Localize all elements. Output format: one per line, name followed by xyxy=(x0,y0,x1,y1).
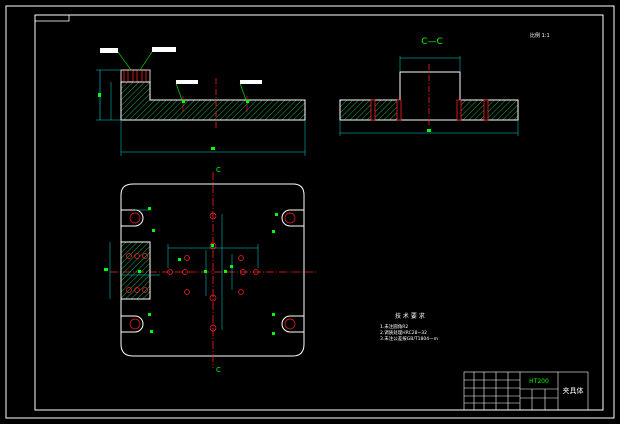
hole-pattern xyxy=(126,212,259,332)
drawing-number-box xyxy=(34,14,70,22)
tech-req-line-3: 3.未注公差按GB/T1804—m xyxy=(380,335,438,342)
plan-view: C C xyxy=(104,166,318,374)
slot-bottom-left xyxy=(121,313,153,333)
front-body-hatch xyxy=(120,81,306,121)
section-cc-label: C—C xyxy=(421,37,443,47)
slot-top-left xyxy=(121,207,155,232)
technical-requirements: 技 术 要 求 1.未注圆角R2 2.调质处理HRC28~32 3.未注公差按G… xyxy=(380,312,438,342)
left-boss-hatch xyxy=(120,241,151,300)
section-cc-view: C—C xyxy=(339,37,519,136)
slot-bottom-right xyxy=(272,313,304,335)
cut-marker-bottom: C xyxy=(216,366,221,374)
title-block-material: HT200 xyxy=(529,378,549,385)
sheet-outer-border xyxy=(5,5,615,419)
title-block xyxy=(463,371,589,411)
title-block-part-name: 夹具体 xyxy=(563,386,584,395)
plan-outline xyxy=(120,183,305,357)
tech-req-title: 技 术 要 求 xyxy=(395,312,425,320)
tech-req-line-2: 2.调质处理HRC28~32 xyxy=(380,329,427,336)
slot-top-right xyxy=(272,209,304,233)
tech-req-line-1: 1.未注圆角R2 xyxy=(380,323,408,330)
front-section-view xyxy=(96,47,306,156)
scale-note: 比例 1:1 xyxy=(530,32,550,39)
sheet-inner-border xyxy=(34,14,604,411)
cut-marker-top: C xyxy=(216,166,221,174)
